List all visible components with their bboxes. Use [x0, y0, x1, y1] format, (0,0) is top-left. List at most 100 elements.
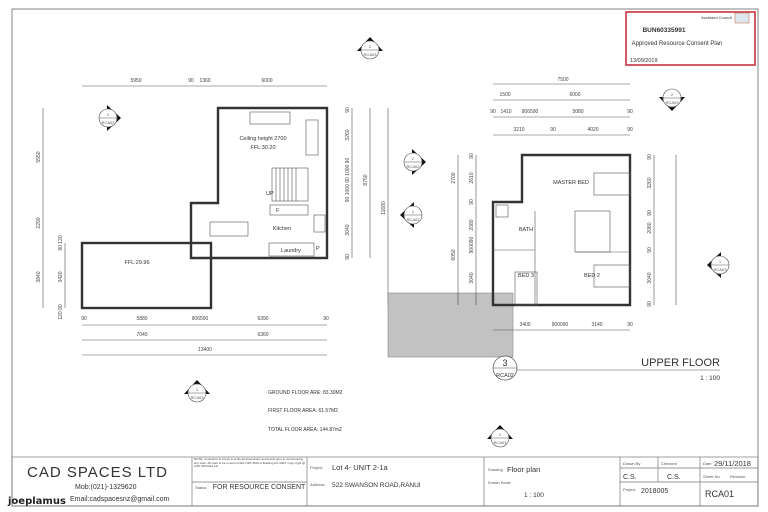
svg-text:2: 2	[671, 92, 674, 97]
company-name: CAD SPACES LTD	[27, 464, 168, 481]
dimension: 906590	[192, 316, 209, 322]
bed	[593, 172, 631, 196]
consent-title: Approved Resource Consent Plan	[632, 41, 723, 47]
title-block: CAD SPACES LTD Mob:(021)-1329620 Email:c…	[11, 456, 759, 507]
dimension: 2080	[469, 219, 475, 230]
drawn-by: C.S.	[623, 474, 637, 481]
section-marker-3: 3 RCA02	[492, 355, 720, 381]
ground-floor-area: GROUND FLOOR ARE: 83.30M2	[268, 390, 343, 396]
sofa	[305, 119, 319, 156]
dimension: 90	[323, 316, 329, 322]
drawn-scale: 1 : 100	[524, 492, 544, 499]
dimension: 90	[647, 154, 653, 160]
council-logo-icon	[734, 12, 750, 24]
svg-text:1: 1	[499, 432, 502, 437]
dimension: 3140	[591, 322, 602, 328]
checked-by: C.S.	[667, 474, 681, 481]
stairs-up-label: UP	[266, 191, 274, 197]
bed-2-label: BED 2	[584, 273, 600, 279]
dimension: 3040	[469, 272, 475, 283]
dimension: 8750	[363, 174, 369, 185]
dimension: 2610	[469, 172, 475, 183]
approval-stamp: Auckland Council BUN60335991 Approved Re…	[625, 11, 756, 66]
svg-text:RCA02: RCA02	[407, 217, 421, 222]
contractor-note: NOTE: Contractor to check & verify all d…	[194, 458, 306, 469]
stairs	[574, 210, 611, 253]
bath-label: BATH	[519, 227, 533, 233]
svg-text:2: 2	[412, 156, 415, 161]
revision-label: Revision	[730, 474, 745, 479]
ffl-main-label: FFL:30.20	[250, 145, 275, 151]
address-label: Address	[310, 482, 325, 487]
upper-floor-plan: MASTER BED BATH BED 3 BED 2 7500 1500 60…	[387, 77, 720, 382]
dimension: 5550	[36, 151, 42, 162]
checked-label: Checked	[661, 461, 677, 466]
svg-text:RCA03: RCA03	[494, 440, 508, 445]
master-bed-label: MASTER BED	[553, 180, 589, 186]
dimension: 90	[627, 127, 633, 133]
svg-text:RCA02: RCA02	[407, 164, 421, 169]
dimension: 90	[490, 109, 496, 115]
dimension: 900090	[469, 236, 475, 253]
project-number: 2018005	[641, 488, 668, 495]
dimension: 2290	[36, 217, 42, 228]
dimension: 4020	[587, 127, 598, 133]
dimension: 90	[188, 78, 194, 84]
dimension: 3040	[647, 272, 653, 283]
svg-text:RCA03: RCA03	[191, 395, 205, 400]
svg-text:RCA02: RCA02	[496, 373, 514, 379]
watermark: joeplamus	[7, 496, 66, 507]
dimension: 90	[345, 107, 351, 113]
first-floor-area: FIRST FLOOR AREA: 61.57M2	[268, 408, 338, 414]
deck	[387, 292, 514, 358]
dimension: 2700	[451, 172, 457, 183]
shower	[495, 204, 509, 218]
laundry-label: Laundry	[281, 248, 301, 254]
dimension: 6000	[261, 78, 272, 84]
svg-text:RCA03: RCA03	[364, 52, 378, 57]
bed	[514, 271, 538, 306]
svg-text:1: 1	[196, 387, 199, 392]
dimension: 6050	[451, 249, 457, 260]
dimension: 90	[647, 247, 653, 253]
project-address: 522 SWANSON ROAD,RANUI	[332, 482, 421, 489]
fridge-label: F	[276, 208, 280, 214]
dimension: 906590	[522, 109, 539, 115]
date-label: Date	[703, 461, 712, 466]
dimension: 90 120	[58, 235, 64, 251]
dimension: 3210	[513, 127, 524, 133]
kitchen-label: Kitchen	[273, 226, 291, 232]
consent-reference: BUN60335991	[642, 27, 685, 34]
sofa	[249, 111, 291, 125]
dimension: 7500	[557, 77, 568, 83]
dimension: 11680	[381, 201, 387, 215]
dimension: 6000	[569, 92, 580, 98]
drawing-label: Drawing	[488, 467, 503, 472]
svg-text:2: 2	[107, 112, 110, 117]
dimension: 6360	[257, 332, 268, 338]
dimension: 90	[647, 210, 653, 216]
upper-floor-scale: 1 : 100	[700, 375, 720, 382]
dimension: 90 1000 90 1000 90	[345, 158, 351, 203]
dimension: 3040	[345, 224, 351, 235]
svg-text:1: 1	[719, 259, 722, 264]
drawn-by-label: Drawn By	[623, 461, 640, 466]
project-label: Project	[310, 465, 323, 470]
dimension: 90	[345, 254, 351, 260]
dimension: 3420	[58, 271, 64, 282]
dimension: 1410	[500, 109, 511, 115]
dimension: 3840	[36, 271, 42, 282]
dimension: 3400	[519, 322, 530, 328]
project-name: Lot 4- UNIT 2-1a	[332, 463, 389, 472]
dimension: 3260	[345, 129, 351, 140]
company-email: Email:cadspacesnz@gmail.com	[70, 496, 169, 503]
sheet-no-label: Sheet No	[703, 474, 720, 479]
project-no-label: Project	[623, 487, 636, 492]
ceiling-height-label: Ceiling height 2700	[239, 136, 286, 142]
